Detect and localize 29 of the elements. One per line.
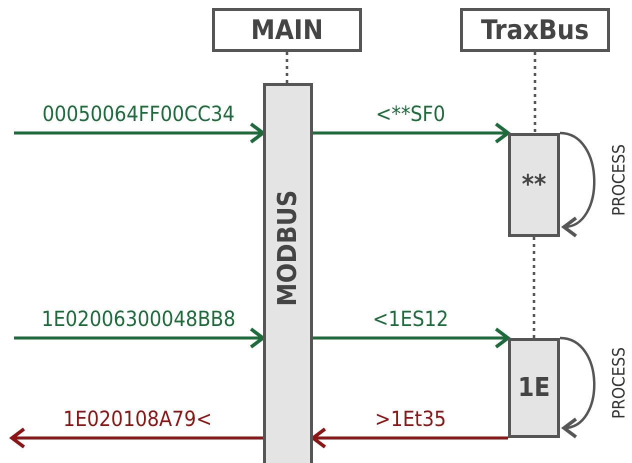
self-loop-arrow [560,132,596,236]
message-arrow [14,122,265,144]
message-arrow [14,327,265,349]
edge-label: <1ES12 [372,309,448,330]
edge-label: >1Et35 [374,409,446,430]
activation-bar [508,338,560,438]
edge-label: PROCESS [612,347,628,419]
lifeline [534,52,536,133]
lifeline [286,52,288,83]
edge-label: 1E02006300048BB8 [41,309,236,330]
lifeline [532,237,536,338]
activation-label: ** [522,170,546,200]
message-arrow [313,327,510,349]
activation-bar [263,83,313,463]
activation-label: 1E [518,373,550,403]
message-arrow [10,427,263,449]
message-arrow [311,427,508,449]
participant-name: TraxBus [481,14,589,46]
message-arrow [313,122,510,144]
activation-bar [508,133,560,237]
edge-label: 00050064FF00CC34 [42,104,235,125]
edge-label: <**SF0 [376,104,446,125]
participant-name: MAIN [250,14,324,46]
self-loop-arrow [560,336,596,436]
activation-label: MODBUS [273,190,303,306]
participant-box [460,8,610,52]
edge-label: PROCESS [612,144,628,216]
edge-label: 1E020108A79< [63,409,212,430]
participant-box [212,8,362,52]
